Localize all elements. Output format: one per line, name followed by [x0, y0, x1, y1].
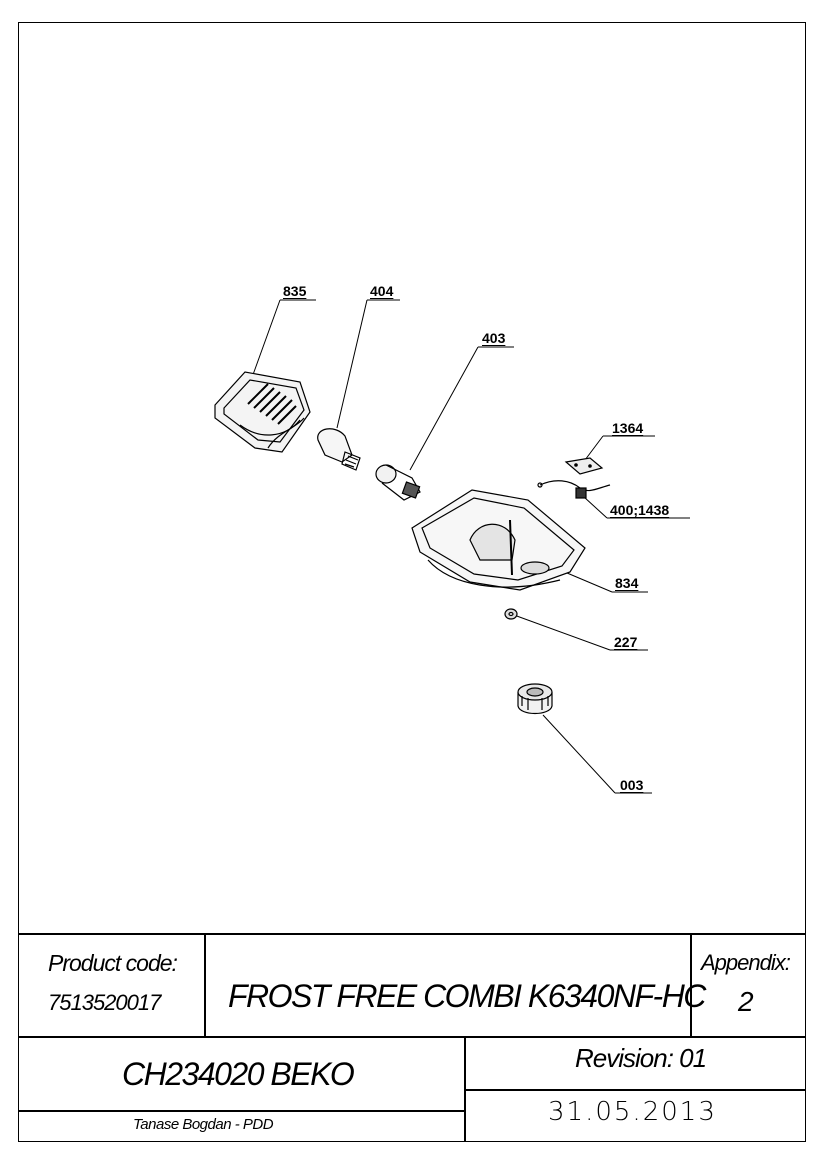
revision: Revision: 01	[575, 1043, 707, 1073]
part-403-lamp-holder	[375, 464, 421, 501]
leader-227	[513, 614, 648, 651]
leader-400	[583, 496, 690, 519]
title-block-divider	[465, 1089, 806, 1091]
leader-003	[542, 714, 652, 794]
product-name: FROST FREE COMBI K6340NF-HC	[228, 978, 706, 1014]
part-227-nut	[504, 608, 518, 620]
part-835-cover	[214, 371, 311, 453]
callout-403: 403	[482, 330, 506, 346]
title-block-divider	[464, 1036, 466, 1142]
title-block-divider	[18, 1036, 806, 1038]
leader-835	[249, 299, 316, 384]
part-400-1438-wiring	[537, 480, 611, 499]
date: 31.05.2013	[548, 1097, 717, 1127]
author: Tanase Bogdan - PDD	[133, 1116, 274, 1133]
callout-835: 835	[283, 283, 307, 299]
product-code-label: Product code:	[48, 950, 178, 976]
callout-400-1438: 400;1438	[610, 502, 670, 518]
leader-403	[409, 346, 514, 471]
callout-404: 404	[370, 283, 394, 299]
appendix-value: 2	[738, 986, 754, 1017]
callout-834: 834	[615, 575, 639, 591]
leader-834	[559, 569, 648, 593]
leader-1364	[584, 435, 655, 461]
title-block-divider	[18, 1110, 465, 1112]
title-block-top-border	[18, 933, 806, 935]
part-003-knob	[517, 683, 553, 715]
title-block-divider	[690, 933, 692, 1037]
product-code-value: 7513520017	[48, 990, 161, 1015]
model-name: CH234020 BEKO	[122, 1056, 355, 1092]
callout-1364: 1364	[612, 420, 644, 436]
appendix-label: Appendix:	[701, 950, 791, 975]
part-834-housing	[411, 489, 586, 591]
drawing-frame	[18, 22, 806, 1142]
callout-227: 227	[614, 634, 638, 650]
title-block-divider	[204, 933, 206, 1037]
leader-404	[336, 299, 400, 429]
callout-003: 003	[620, 777, 644, 793]
part-404-bulb	[317, 428, 361, 471]
part-1364-plate	[564, 457, 604, 475]
